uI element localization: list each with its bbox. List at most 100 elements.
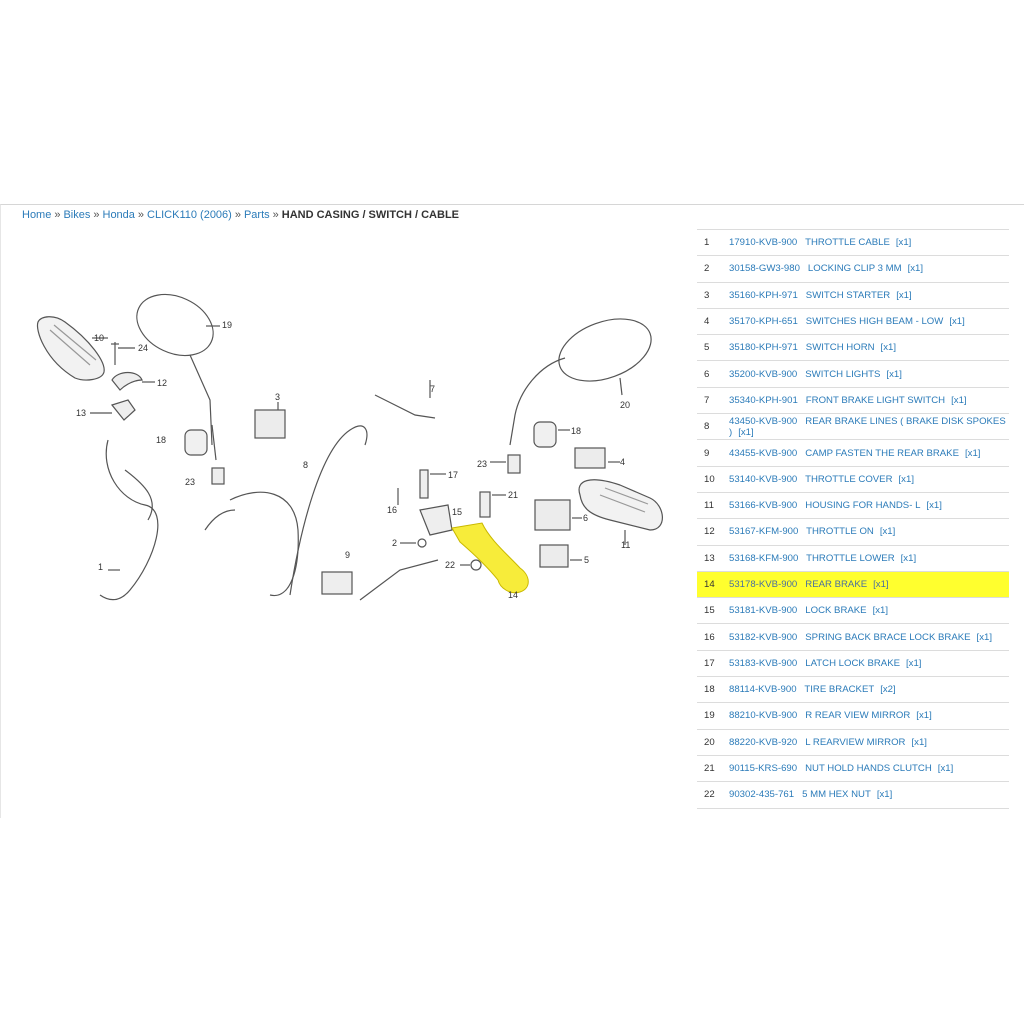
part-number: 16 [697, 623, 729, 651]
part-quantity: [x1] [879, 526, 896, 538]
part-description-link[interactable]: 53181-KVB-900 LOCK BRAKE [729, 605, 867, 617]
part-description-link[interactable]: 88210-KVB-900 R REAR VIEW MIRROR [729, 710, 911, 722]
part-cell[interactable]: 88114-KVB-900 TIRE BRACKET [x2] [729, 676, 1009, 704]
breadcrumb-parts-link[interactable]: Parts [243, 209, 270, 221]
breadcrumb-model-link[interactable]: CLICK110 (2006) [147, 209, 232, 221]
part-description-link[interactable]: 35180-KPH-971 SWITCH HORN [729, 342, 875, 354]
diagram-label: 15 [452, 507, 462, 517]
breadcrumb-separator: » [272, 209, 279, 221]
part-description-link[interactable]: 30158-GW3-980 LOCKING CLIP 3 MM [729, 263, 902, 275]
part-description-link[interactable]: 53167-KFM-900 THROTTLE ON [729, 526, 874, 538]
part-description-link[interactable]: 35200-KVB-900 SWITCH LIGHTS [729, 368, 881, 380]
part-quantity: [x2] [880, 684, 896, 696]
part-quantity: [x1] [906, 657, 922, 669]
part-cell[interactable]: 35340-KPH-901 FRONT BRAKE LIGHT SWITCH [x… [729, 387, 1009, 415]
breadcrumb-separator: » [137, 209, 145, 221]
diagram-label: 8 [303, 460, 308, 470]
part-cell[interactable]: 90302-435-761 5 MM HEX NUT[x1] [729, 781, 1009, 809]
part-cell[interactable]: 53166-KVB-900 HOUSING FOR HANDS- L [x1] [729, 492, 1009, 520]
part-cell[interactable]: 53167-KFM-900 THROTTLE ON [x1] [729, 518, 1009, 546]
part-cell[interactable]: 43450-KVB-900 REAR BRAKE LINES ( BRAKE D… [729, 413, 1009, 441]
part-quantity: [x1] [880, 342, 897, 354]
diagram-label: 3 [275, 392, 280, 402]
part-cell[interactable]: 53178-KVB-900 REAR BRAKE[x1] [729, 571, 1009, 599]
part-description-link[interactable]: 90302-435-761 5 MM HEX NUT [729, 789, 871, 801]
part-description-link[interactable]: 90115-KRS-690 NUT HOLD HANDS CLUTCH [729, 763, 932, 775]
part-cell[interactable]: 35180-KPH-971 SWITCH HORN [x1] [729, 334, 1009, 362]
parts-diagram: 1 2 3 4 5 6 7 8 9 10 11 12 13 14 15 16 1… [36, 293, 663, 601]
part-description-link[interactable]: 43455-KVB-900 CAMP FASTEN THE REAR BRAKE [729, 447, 959, 459]
diagram-label: 14 [508, 590, 518, 600]
part-cell[interactable]: 53140-KVB-900 THROTTLE COVER[x1] [729, 466, 1009, 493]
part-cell[interactable]: 88210-KVB-900 R REAR VIEW MIRROR[x1] [729, 702, 1009, 730]
part-description-link[interactable]: 35170-KPH-651 SWITCHES HIGH BEAM - LOW [729, 316, 944, 328]
part-description-link[interactable]: 43450-KVB-900 REAR BRAKE LINES ( BRAKE D… [729, 415, 1009, 438]
part-description-link[interactable]: 88220-KVB-920 L REARVIEW MIRROR [729, 736, 906, 748]
part-description-link[interactable]: 53166-KVB-900 HOUSING FOR HANDS- L [729, 500, 921, 512]
part-cell[interactable]: 35170-KPH-651 SWITCHES HIGH BEAM - LOW [x… [729, 308, 1009, 336]
part-cell[interactable]: 35200-KVB-900 SWITCH LIGHTS[x1] [729, 360, 1009, 388]
diagram-label: 1 [98, 562, 103, 572]
part-quantity: [x1] [926, 500, 942, 512]
part-quantity: [x1] [900, 552, 917, 564]
part-number: 1 [697, 228, 729, 257]
part-cell[interactable]: 53168-KFM-900 THROTTLE LOWER [x1] [729, 545, 1009, 572]
part-cell[interactable]: 30158-GW3-980 LOCKING CLIP 3 MM[x1] [729, 255, 1009, 283]
part-cell[interactable]: 88220-KVB-920 L REARVIEW MIRROR[x1] [729, 729, 1009, 756]
part-description-link[interactable]: 88114-KVB-900 TIRE BRACKET [729, 684, 875, 696]
part-quantity: [x1] [951, 394, 967, 406]
part-cell[interactable]: 90115-KRS-690 NUT HOLD HANDS CLUTCH[x1] [729, 755, 1009, 783]
diagram-label: 23 [185, 477, 195, 487]
part-cell[interactable]: 53181-KVB-900 LOCK BRAKE[x1] [729, 597, 1009, 625]
part-description-link[interactable]: 35160-KPH-971 SWITCH STARTER [729, 289, 891, 301]
part-description-link[interactable]: 53183-KVB-900 LATCH LOCK BRAKE [729, 657, 900, 669]
part-description-link[interactable]: 53182-KVB-900 SPRING BACK BRACE LOCK BRA… [729, 631, 971, 643]
breadcrumb-home-link[interactable]: Home [22, 209, 52, 221]
part-description-link[interactable]: 53140-KVB-900 THROTTLE COVER [729, 473, 893, 485]
part-description-link[interactable]: 17910-KVB-900 THROTTLE CABLE [729, 237, 890, 249]
breadcrumb-honda-link[interactable]: Honda [102, 209, 135, 221]
part-cell[interactable]: 43455-KVB-900 CAMP FASTEN THE REAR BRAKE… [729, 439, 1009, 467]
breadcrumb: Home»Bikes»Honda»CLICK110 (2006)»Parts»H… [22, 209, 459, 221]
part-quantity: [x1] [949, 316, 965, 328]
part-cell[interactable]: 53183-KVB-900 LATCH LOCK BRAKE [x1] [729, 650, 1009, 678]
diagram-label: 4 [620, 457, 625, 467]
part-quantity: [x1] [895, 237, 912, 249]
breadcrumb-current: HAND CASING / SWITCH / CABLE [281, 209, 460, 221]
part-cell[interactable]: 35160-KPH-971 SWITCH STARTER[x1] [729, 282, 1009, 309]
part-number: 8 [697, 413, 729, 441]
part-cell[interactable]: 17910-KVB-900 THROTTLE CABLE [x1] [729, 228, 1009, 257]
part-number: 5 [697, 334, 729, 362]
diagram-label: 21 [508, 490, 518, 500]
part-description-link[interactable]: 53168-KFM-900 THROTTLE LOWER [729, 552, 895, 564]
part-cell[interactable]: 53182-KVB-900 SPRING BACK BRACE LOCK BRA… [729, 623, 1009, 651]
diagram-label: 16 [387, 505, 397, 515]
breadcrumb-bikes-link[interactable]: Bikes [63, 209, 91, 221]
diagram-label: 18 [156, 435, 166, 445]
part-description-link[interactable]: 53178-KVB-900 REAR BRAKE [729, 579, 868, 590]
part-description-link[interactable]: 35340-KPH-901 FRONT BRAKE LIGHT SWITCH [729, 394, 946, 406]
part-number: 3 [697, 282, 729, 309]
